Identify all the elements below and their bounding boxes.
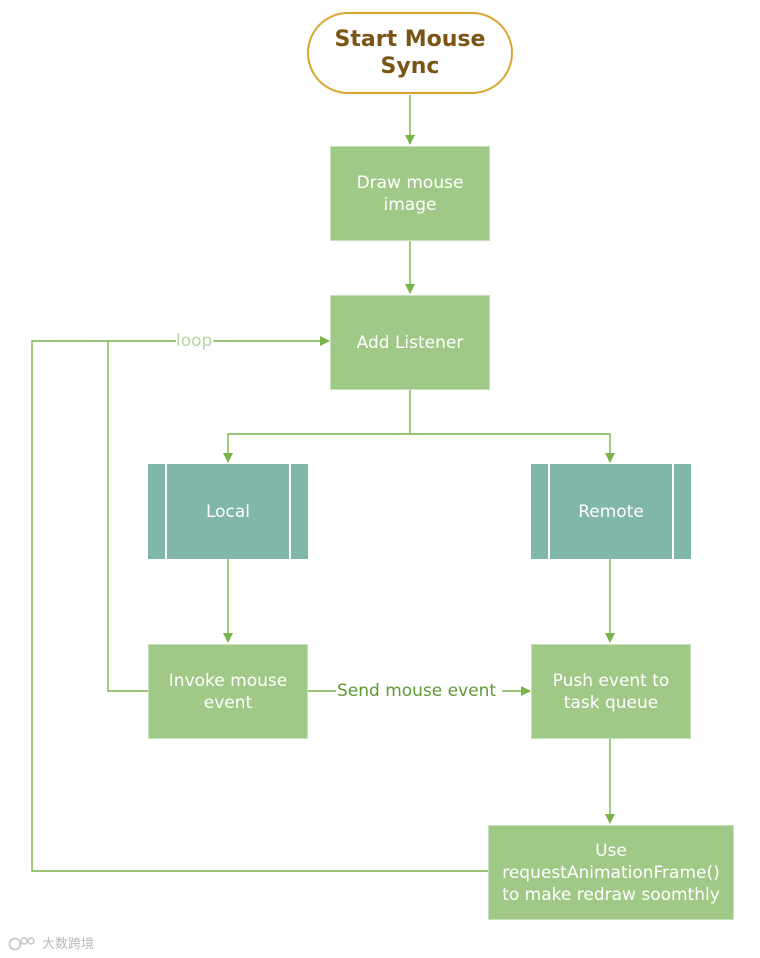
start-node-label: Start Mouse Sync xyxy=(334,27,486,79)
edge-raf-loop xyxy=(31,340,488,872)
request-animation-frame-label: Use requestAnimationFrame() to make redr… xyxy=(502,840,720,905)
local-node-left-bar xyxy=(165,464,167,559)
request-animation-frame-node: Use requestAnimationFrame() to make redr… xyxy=(488,825,734,920)
local-node-label: Local xyxy=(205,501,251,522)
add-listener-node: Add Listener xyxy=(330,295,490,390)
watermark-text: 大数跨境 xyxy=(42,937,95,952)
watermark: 大数跨境 xyxy=(8,933,94,952)
start-node: Start Mouse Sync xyxy=(307,12,513,94)
push-event-node: Push event to task queue xyxy=(531,644,691,739)
edge-listener-to-remote xyxy=(410,433,615,463)
local-node-right-bar xyxy=(289,464,291,559)
draw-mouse-image-label: Draw mouse image xyxy=(356,172,464,215)
draw-mouse-image-node: Draw mouse image xyxy=(330,146,490,241)
remote-node: Remote xyxy=(531,464,691,559)
push-event-label: Push event to task queue xyxy=(552,670,670,713)
local-node: Local xyxy=(148,464,308,559)
remote-node-right-bar xyxy=(672,464,674,559)
edge-listener-to-local xyxy=(223,389,411,463)
remote-node-label: Remote xyxy=(578,501,644,522)
send-mouse-event-label: Send mouse event xyxy=(337,681,497,701)
remote-node-left-bar xyxy=(548,464,550,559)
add-listener-label: Add Listener xyxy=(356,332,464,353)
logo-icon xyxy=(8,936,35,950)
invoke-mouse-event-label: Invoke mouse event xyxy=(168,670,288,713)
invoke-mouse-event-node: Invoke mouse event xyxy=(148,644,308,739)
edge-invoke-loop xyxy=(107,341,150,692)
loop-label: loop xyxy=(176,331,213,351)
